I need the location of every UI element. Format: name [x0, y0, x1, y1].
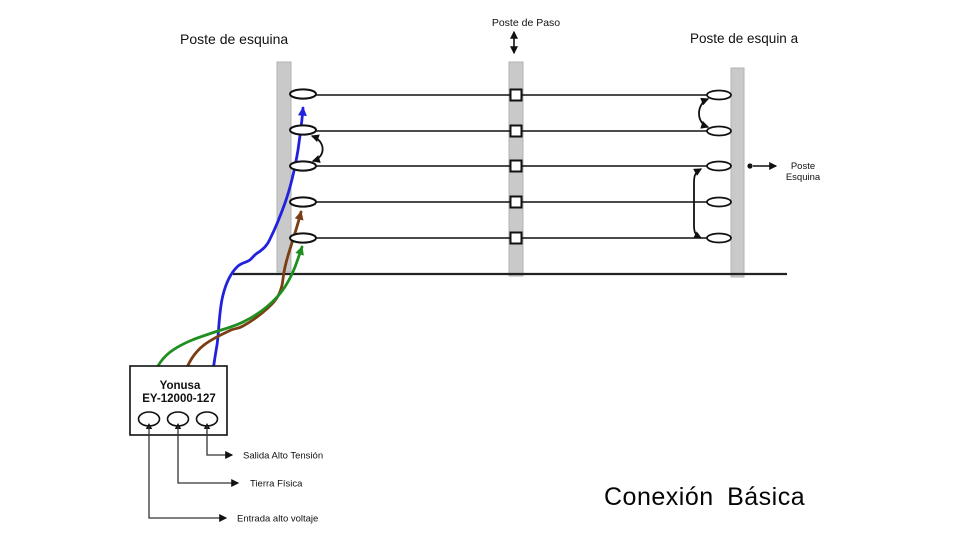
- callout-line-input: [148, 426, 228, 522]
- insulator-left-5: [289, 232, 317, 244]
- insulator-mid-4: [509, 195, 523, 209]
- diagram-title: Conexión Básica: [604, 483, 805, 511]
- right-insulators: [706, 89, 732, 244]
- callout-label-ground: Tierra Física: [250, 479, 303, 490]
- insulator-right-3: [706, 160, 732, 172]
- corner-post-right-label: Poste de esquin a: [690, 31, 799, 46]
- pass-post-label: Poste de Paso: [492, 17, 560, 29]
- insulator-right-5: [706, 232, 732, 244]
- insulator-mid-3: [509, 159, 523, 173]
- corner-post-callout-label-2: Esquina: [786, 172, 821, 183]
- jumper-right-wire3-wire5: [693, 168, 703, 239]
- callout-label-output: Salida Alto Tensión: [243, 451, 323, 462]
- callout-label-input: Entrada alto voltaje: [237, 514, 318, 525]
- left-insulators: [289, 88, 317, 244]
- callout-line-output: [206, 426, 234, 459]
- insulator-mid-1: [509, 88, 523, 102]
- insulator-right-1: [706, 89, 732, 101]
- insulator-left-4: [289, 196, 317, 208]
- jumper-right-wire1-wire2: [698, 97, 710, 129]
- jumper-left-wire2-wire3: [310, 134, 324, 163]
- insulator-mid-5: [509, 231, 523, 245]
- corner-post-right: [730, 67, 745, 278]
- insulator-right-2: [706, 125, 732, 137]
- energizer-brand: Yonusa: [160, 380, 201, 392]
- insulator-left-2: [289, 124, 317, 136]
- corner-post-left-label: Poste de esquina: [180, 31, 288, 47]
- pass-insulators: [509, 88, 523, 245]
- insulator-mid-2: [509, 124, 523, 138]
- callout-leaders: [148, 426, 240, 522]
- corner-post-callout-label-1: Poste: [791, 161, 815, 172]
- corner-post-left: [276, 61, 292, 273]
- insulator-left-3: [289, 160, 317, 172]
- energizer-model: EY-12000-127: [142, 393, 216, 405]
- corner-post-callout-dot: [747, 163, 753, 169]
- callout-line-ground: [177, 426, 240, 487]
- insulator-right-4: [706, 196, 732, 208]
- insulator-left-1: [289, 88, 317, 100]
